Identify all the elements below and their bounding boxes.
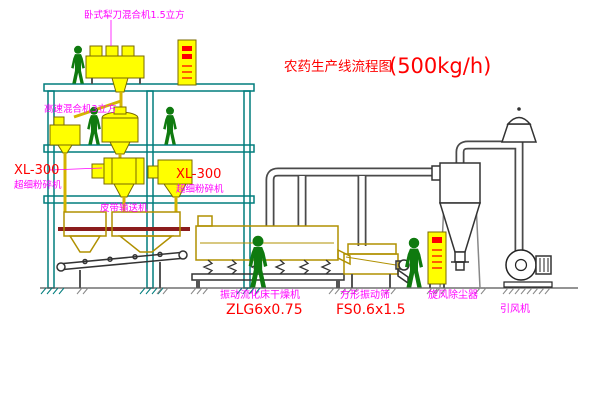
control-cabinet-top — [177, 39, 197, 86]
label-mill-left-name: 超细粉碎机 — [14, 179, 62, 191]
label-belt-conveyor: 皮带输送机 — [100, 202, 148, 214]
control-cabinet-right — [427, 231, 447, 288]
vibrating-screen — [343, 243, 410, 288]
worker-icon — [163, 106, 177, 145]
high-speed-mixer — [101, 106, 139, 158]
cyclone-separator — [431, 162, 482, 289]
stack-rain-cap — [500, 107, 538, 143]
fluid-bed-dryer — [191, 215, 345, 288]
label-dryer-name: 振动流化床干燥机 — [220, 288, 300, 301]
leader-lines — [49, 20, 112, 171]
label-fan: 引风机 — [500, 302, 530, 315]
label-screen-name: 方形振动筛 — [340, 288, 390, 301]
pulverizer-left — [91, 157, 145, 212]
horizontal-mixer — [85, 45, 145, 93]
page-title: 农药生产线流程图 — [284, 59, 392, 75]
belt-conveyor — [56, 250, 188, 288]
page-title-capacity: (500kg/h) — [389, 54, 491, 78]
duct-network — [265, 126, 524, 252]
label-dryer-model: ZLG6x0.75 — [226, 302, 303, 318]
induced-draft-fan — [503, 249, 553, 288]
pulverizer-right — [147, 159, 193, 212]
label-horizontal-mixer: 卧式犁刀混合机1.5立方 — [84, 9, 185, 21]
label-mill-left-model: XL-300 — [14, 163, 59, 178]
label-mill-right-model: XL-300 — [176, 167, 221, 182]
label-mill-right-name: 超细粉碎机 — [176, 183, 224, 195]
label-screen-model: FS0.6x1.5 — [336, 302, 406, 318]
ground-line — [40, 287, 578, 295]
label-high-speed-mixer: 高速混合机3立方 — [44, 103, 117, 115]
small-mixer — [49, 116, 81, 212]
label-cyclone: 旋风除尘器 — [428, 288, 478, 301]
worker-icon — [71, 45, 85, 84]
hoppers — [58, 211, 190, 253]
